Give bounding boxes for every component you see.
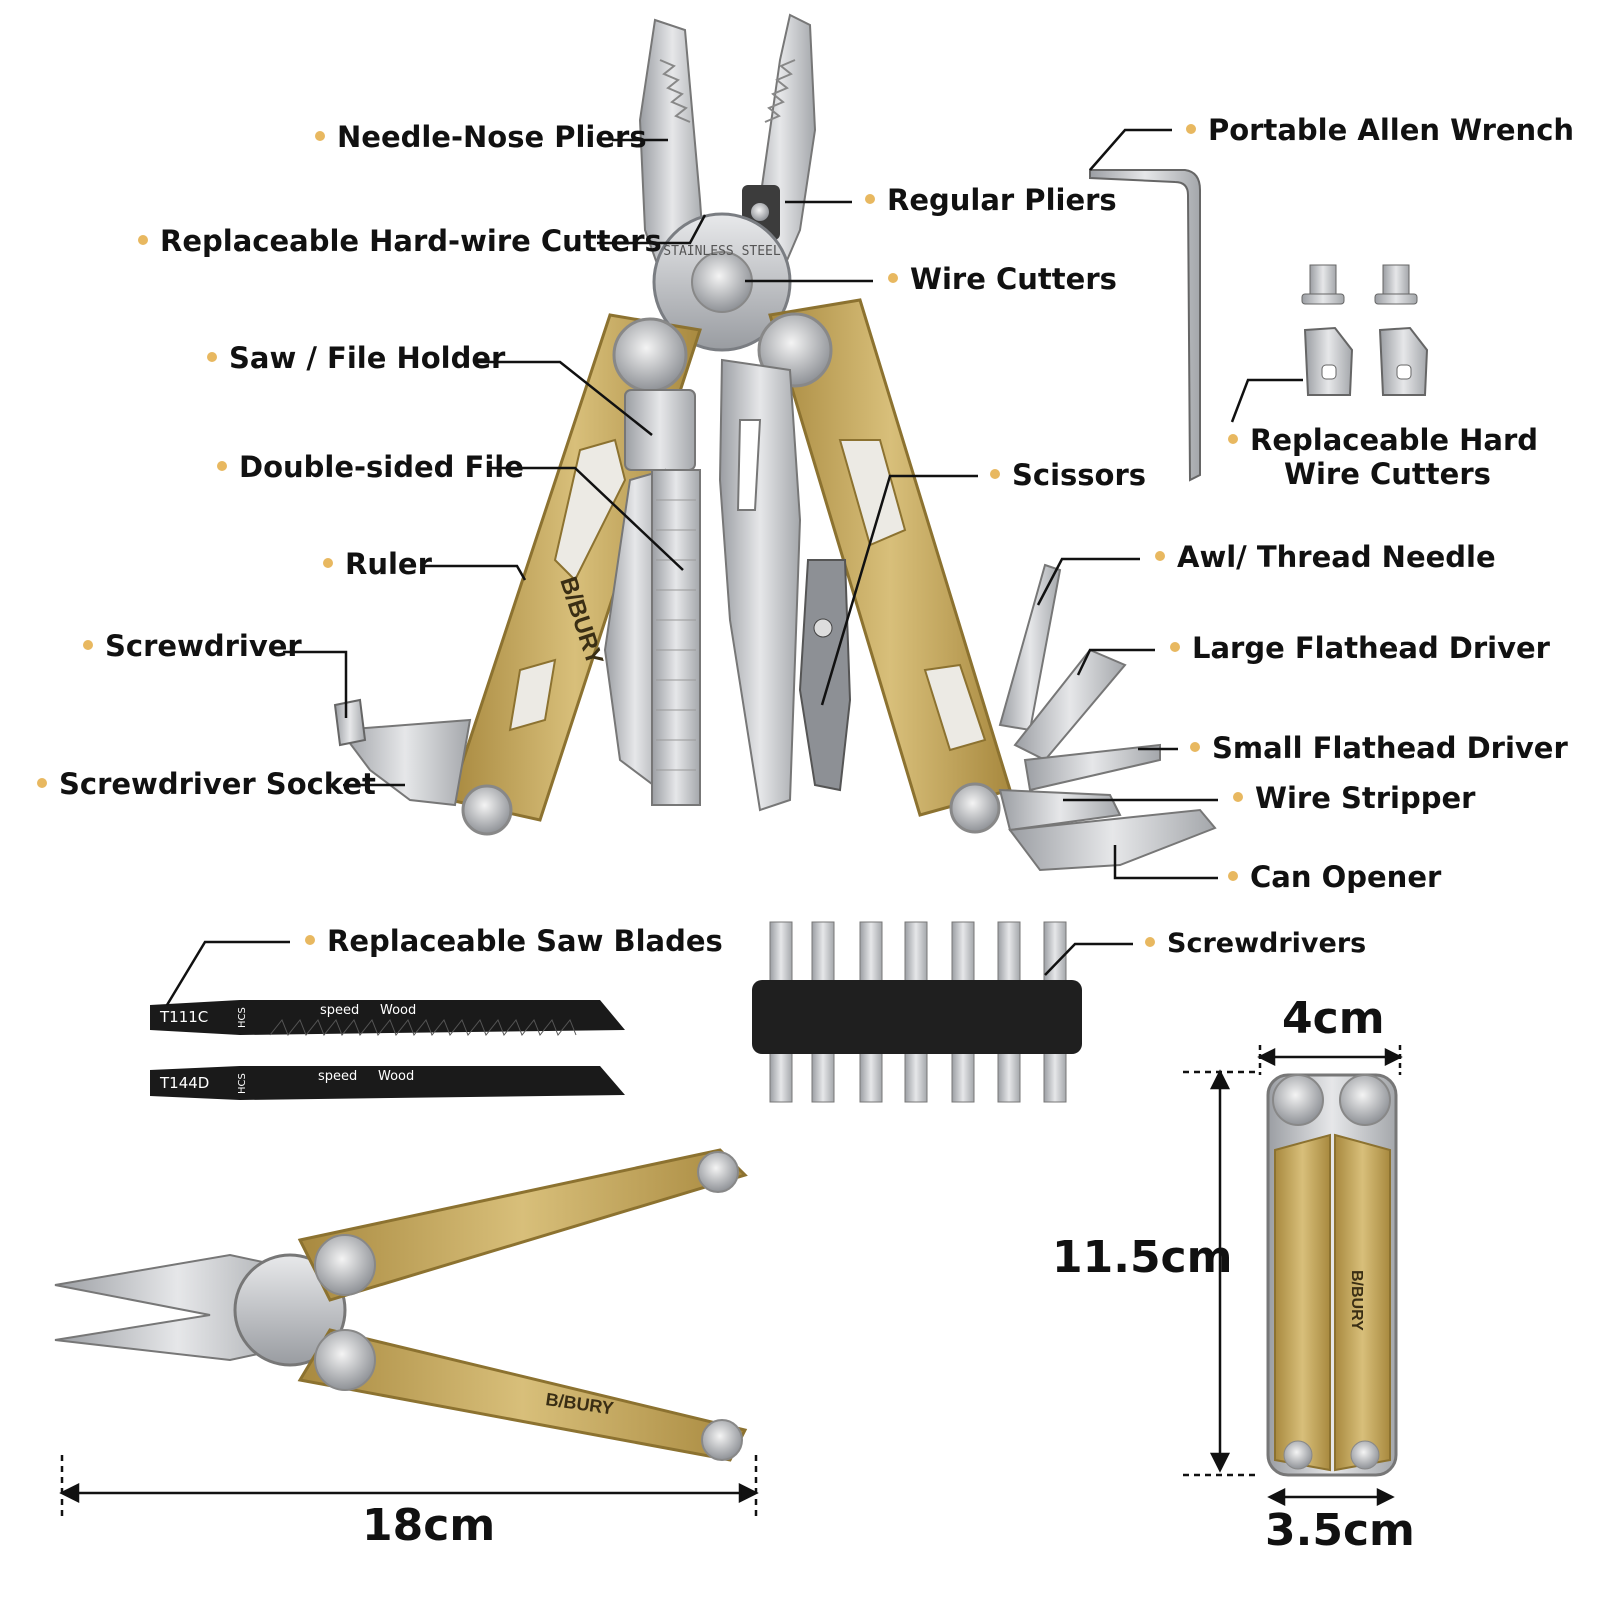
label-double-sided-file: Double-sided File: [217, 450, 524, 484]
screwdriver-bits: [752, 921, 1082, 1103]
right-handle-cutout-2: [923, 663, 987, 752]
label-screwdrivers: Screwdrivers: [1145, 927, 1366, 961]
spare-cutter-1: [1303, 326, 1354, 396]
saw-blade-2: [150, 1066, 625, 1100]
dimension-lines: [59, 1045, 1403, 1520]
dim-height: 11.5cm: [1052, 1232, 1233, 1283]
insert-screw: [751, 203, 769, 221]
blade-2-material: HCS: [237, 1073, 248, 1094]
dim-width-bottom: 3.5cm: [1265, 1505, 1415, 1556]
label-portable-allen-wrench: Portable Allen Wrench: [1186, 113, 1574, 147]
dim-length: 18cm: [362, 1500, 496, 1551]
closed-multitool-vertical: B/BURY: [1266, 1073, 1398, 1477]
label-screwdriver-socket: Screwdriver Socket: [37, 767, 376, 801]
blade-2-wood: Wood: [378, 1069, 414, 1084]
label-ruler: Ruler: [323, 547, 432, 581]
saw-blade-1: [150, 1000, 625, 1035]
label-small-flathead-driver: Small Flathead Driver: [1190, 731, 1568, 765]
callout-lines: [165, 128, 1303, 1006]
allen-wrench: [1089, 169, 1201, 482]
label-needle-nose-pliers: Needle-Nose Pliers: [315, 120, 647, 154]
blade-1-code: T111C: [159, 1008, 208, 1026]
spare-screw-2: [1382, 264, 1410, 296]
dim-width-top: 4cm: [1282, 993, 1385, 1044]
left-top-bolt: [612, 317, 688, 393]
blade-2-speed: speed: [318, 1069, 357, 1084]
label-large-flathead-driver: Large Flathead Driver: [1170, 631, 1550, 665]
saw-blades: T111C HCS speed Wood T144D HCS speed Woo…: [150, 1000, 625, 1100]
closed-v-brand: B/BURY: [1348, 1270, 1365, 1331]
stainless-stamp: STAINLESS STEEL: [663, 244, 781, 259]
label-replaceable-hard-wire-cutters: Replaceable Hard: [1228, 423, 1538, 457]
label-saw-file-holder: Saw / File Holder: [207, 341, 505, 375]
label-wire-cutters: Wire Cutters: [888, 262, 1117, 296]
spare-screw-1: [1309, 264, 1337, 296]
left-bottom-bolt: [461, 784, 513, 836]
label-regular-pliers: Regular Pliers: [865, 183, 1117, 217]
label-awl-thread-needle: Awl/ Thread Needle: [1155, 540, 1496, 574]
blade-1-speed: speed: [320, 1003, 359, 1018]
left-handle-cutout-1: [553, 438, 627, 582]
scissors-pivot: [813, 618, 833, 638]
right-handle-cutout-1: [838, 439, 907, 547]
bit-holder: [752, 980, 1082, 1054]
screwdriver-socket: [338, 718, 472, 807]
label-replaceable-hard-wire-cutters-line2: Wire Cutters: [1284, 457, 1491, 491]
saw-file-holder: [624, 389, 696, 471]
jaw-teeth-left: [659, 59, 691, 123]
spare-cutter-2: [1378, 326, 1429, 396]
small-flathead-driver: [1023, 743, 1161, 792]
jaw-teeth-right: [764, 59, 796, 123]
label-screwdriver: Screwdriver: [83, 629, 302, 663]
blade-2-code: T144D: [159, 1074, 209, 1092]
replacement-cutter-parts: [1301, 264, 1429, 396]
blade-1-wood: Wood: [380, 1003, 416, 1018]
label-wire-stripper: Wire Stripper: [1233, 781, 1475, 815]
screwdriver-bit: [333, 698, 367, 747]
label-can-opener: Can Opener: [1228, 860, 1441, 894]
scissors: [798, 559, 852, 792]
label-hard-wire-cutters: Replaceable Hard-wire Cutters: [138, 224, 662, 258]
label-scissors: Scissors: [990, 458, 1146, 492]
left-handle-cutout-2: [508, 658, 557, 732]
right-bottom-bolt: [949, 782, 1001, 834]
double-sided-file: [651, 469, 701, 806]
can-opener-tool: [1008, 808, 1217, 872]
closed-multitool-horizontal: B/BURY: [54, 1148, 748, 1462]
blade-1-material: HCS: [237, 1007, 248, 1028]
blade-hole: [736, 419, 762, 511]
label-replaceable-saw-blades: Replaceable Saw Blades: [305, 924, 723, 958]
